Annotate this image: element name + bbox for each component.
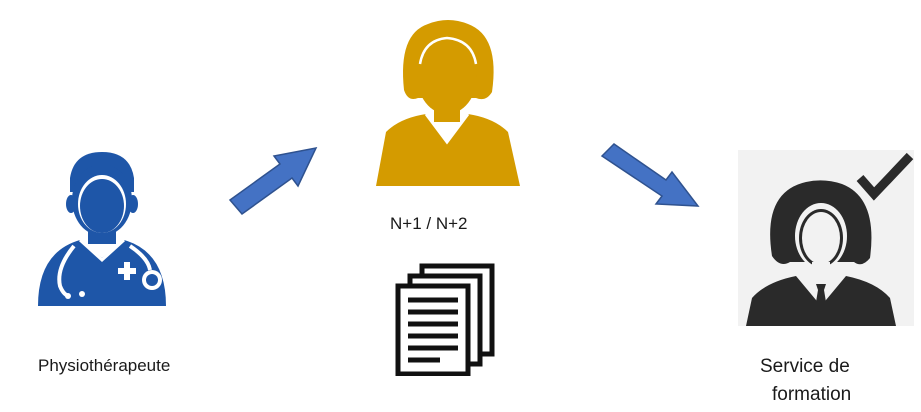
manager-label: N+1 / N+2 <box>390 214 468 233</box>
woman-manager-icon <box>368 14 526 186</box>
doctor-stethoscope-icon <box>30 148 170 306</box>
physiotherapist-label: Physiothérapeute <box>38 356 171 375</box>
arrow-up-right-icon <box>224 140 320 220</box>
woman-businessperson-check-icon <box>732 138 921 334</box>
arrow-down-right-icon <box>598 140 702 216</box>
training-service-label-line1: Service de <box>760 356 850 377</box>
documents-icon <box>394 262 496 377</box>
training-service-label-line2: formation <box>772 384 852 405</box>
